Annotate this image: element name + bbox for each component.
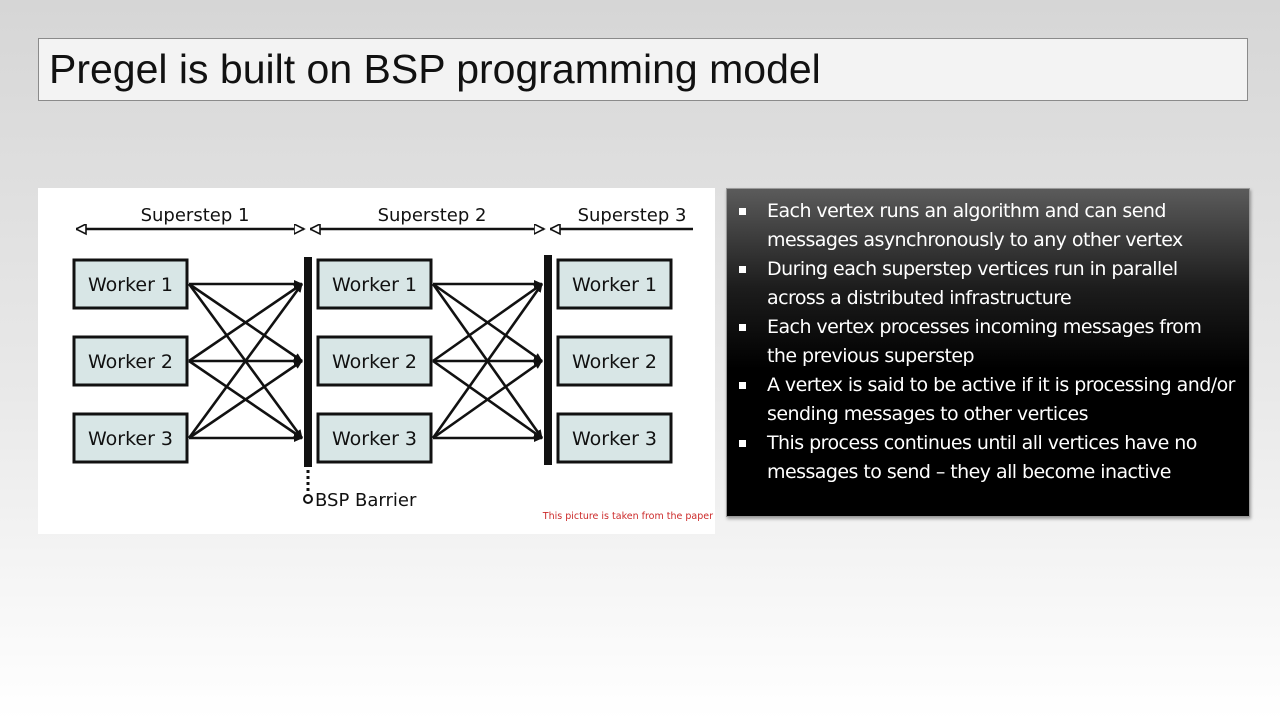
- slide-title: Pregel is built on BSP programming model: [49, 46, 821, 92]
- worker-box: [556, 258, 673, 310]
- worker-label: Worker 2: [332, 351, 417, 373]
- square-bullet-icon: [739, 324, 746, 331]
- message-arrow: [188, 282, 303, 363]
- worker-box: [316, 412, 433, 464]
- message-arrow: [432, 359, 543, 440]
- worker-box: [316, 258, 433, 310]
- worker-box: [556, 412, 673, 464]
- worker-label: Worker 1: [332, 274, 417, 296]
- bullet-text: This process continues until all vertice…: [767, 432, 1197, 483]
- bullet-item: A vertex is said to be active if it is p…: [739, 371, 1235, 429]
- bullet-item: Each vertex runs an algorithm and can se…: [739, 197, 1235, 255]
- bsp-diagram-svg: Superstep 1 Superstep 2 Superstep 3 BSP Bar…: [72, 205, 693, 511]
- worker-box: [556, 335, 673, 387]
- worker-label: Worker 3: [332, 428, 417, 450]
- worker-label: Worker 3: [88, 428, 173, 450]
- square-bullet-icon: [739, 382, 746, 389]
- square-bullet-icon: [739, 266, 746, 273]
- superstep-label: Superstep 1: [141, 205, 250, 226]
- message-arrow: [431, 283, 544, 439]
- bsp-barrier-bar: [304, 257, 312, 467]
- message-arrow: [188, 359, 303, 440]
- bullet-text: A vertex is said to be active if it is p…: [767, 374, 1235, 425]
- worker-label: Worker 3: [572, 428, 657, 450]
- worker-box: [316, 335, 433, 387]
- worker-label: Worker 2: [572, 351, 657, 373]
- worker-label: Worker 1: [88, 274, 173, 296]
- bullet-text: Each vertex processes incoming messages …: [767, 316, 1202, 367]
- worker-label: Worker 2: [88, 351, 173, 373]
- superstep-label: Superstep 2: [378, 205, 487, 226]
- message-arrow: [187, 283, 304, 439]
- worker-box: [72, 335, 189, 387]
- worker-box: [72, 412, 189, 464]
- worker-box: [72, 258, 189, 310]
- bsp-diagram: Superstep 1 Superstep 2 Superstep 3 BSP Bar…: [38, 188, 715, 534]
- bsp-barrier-bar: [544, 255, 552, 465]
- diagram-caption: This picture is taken from the paper: [542, 511, 713, 522]
- square-bullet-icon: [739, 208, 746, 215]
- message-arrow: [432, 282, 543, 363]
- bullet-text: Each vertex runs an algorithm and can se…: [767, 200, 1183, 251]
- bullet-list: Each vertex runs an algorithm and can se…: [727, 189, 1249, 487]
- bullet-panel: Each vertex runs an algorithm and can se…: [726, 188, 1250, 517]
- worker-label: Worker 1: [572, 274, 657, 296]
- superstep-label: Superstep 3: [578, 205, 687, 226]
- square-bullet-icon: [739, 440, 746, 447]
- barrier-marker-icon: [303, 494, 313, 504]
- title-box: Pregel is built on BSP programming model: [38, 38, 1248, 101]
- bullet-item: This process continues until all vertice…: [739, 429, 1235, 487]
- bullet-text: During each superstep vertices run in pa…: [767, 258, 1178, 309]
- bullet-item: During each superstep vertices run in pa…: [739, 255, 1235, 313]
- barrier-label: BSP Barrier: [315, 490, 417, 511]
- bullet-item: Each vertex processes incoming messages …: [739, 313, 1235, 371]
